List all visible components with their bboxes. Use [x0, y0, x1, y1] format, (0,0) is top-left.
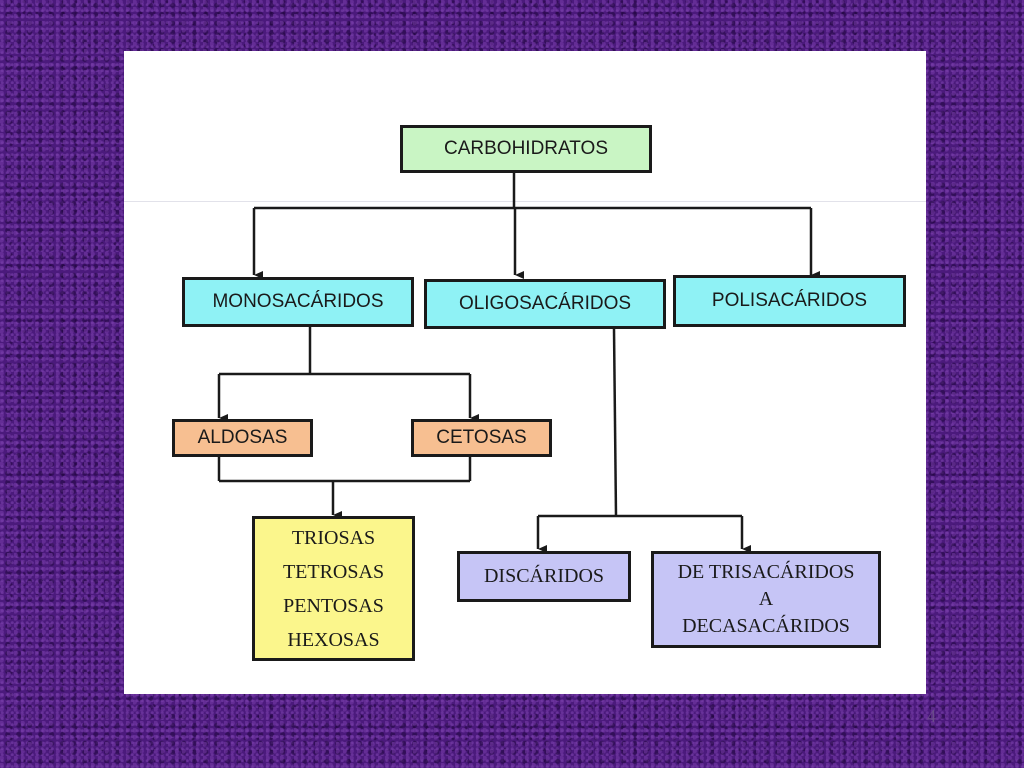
cetosas-box: CETOSAS [411, 419, 552, 457]
slide-divider-line [124, 201, 926, 202]
oligo-stem-line [612, 328, 618, 517]
discaridos-box: DISCÁRIDOS [457, 551, 631, 602]
carbohidratos-label: CARBOHIDRATOS [444, 138, 608, 159]
tri-deca-line: DECASACÁRIDOS [682, 615, 850, 637]
diagram-slide: CARBOHIDRATOS MONOSACÁRIDOS OLIGOSACÁRID… [124, 51, 926, 694]
monosacaridos-types-box: TRIOSAS TETROSAS PENTOSAS HEXOSAS [252, 516, 415, 661]
oligosacaridos-label: OLIGOSACÁRIDOS [458, 293, 632, 314]
type-item: PENTOSAS [283, 594, 384, 617]
page-number: 4 [927, 706, 936, 726]
cetosas-label: CETOSAS [436, 427, 527, 448]
type-item: HEXOSAS [287, 628, 380, 651]
monosacaridos-box: MONOSACÁRIDOS [182, 277, 414, 327]
carbohidratos-box: CARBOHIDRATOS [400, 125, 652, 173]
trisacaridos-decasacaridos-box: DE TRISACÁRIDOS A DECASACÁRIDOS [651, 551, 881, 648]
tri-deca-line: A [758, 588, 774, 610]
tri-deca-line: DE TRISACÁRIDOS [677, 561, 855, 583]
type-item: TETROSAS [282, 560, 385, 583]
oligosacaridos-box: OLIGOSACÁRIDOS [424, 279, 666, 329]
type-item: TRIOSAS [291, 526, 376, 549]
connector-lines [217, 173, 820, 553]
monosacaridos-label: MONOSACÁRIDOS [212, 291, 384, 312]
polisacaridos-label: POLISACÁRIDOS [711, 290, 868, 311]
aldosas-label: ALDOSAS [197, 427, 288, 448]
discaridos-label: DISCÁRIDOS [483, 565, 605, 587]
polisacaridos-box: POLISACÁRIDOS [673, 275, 906, 327]
aldosas-box: ALDOSAS [172, 419, 313, 457]
